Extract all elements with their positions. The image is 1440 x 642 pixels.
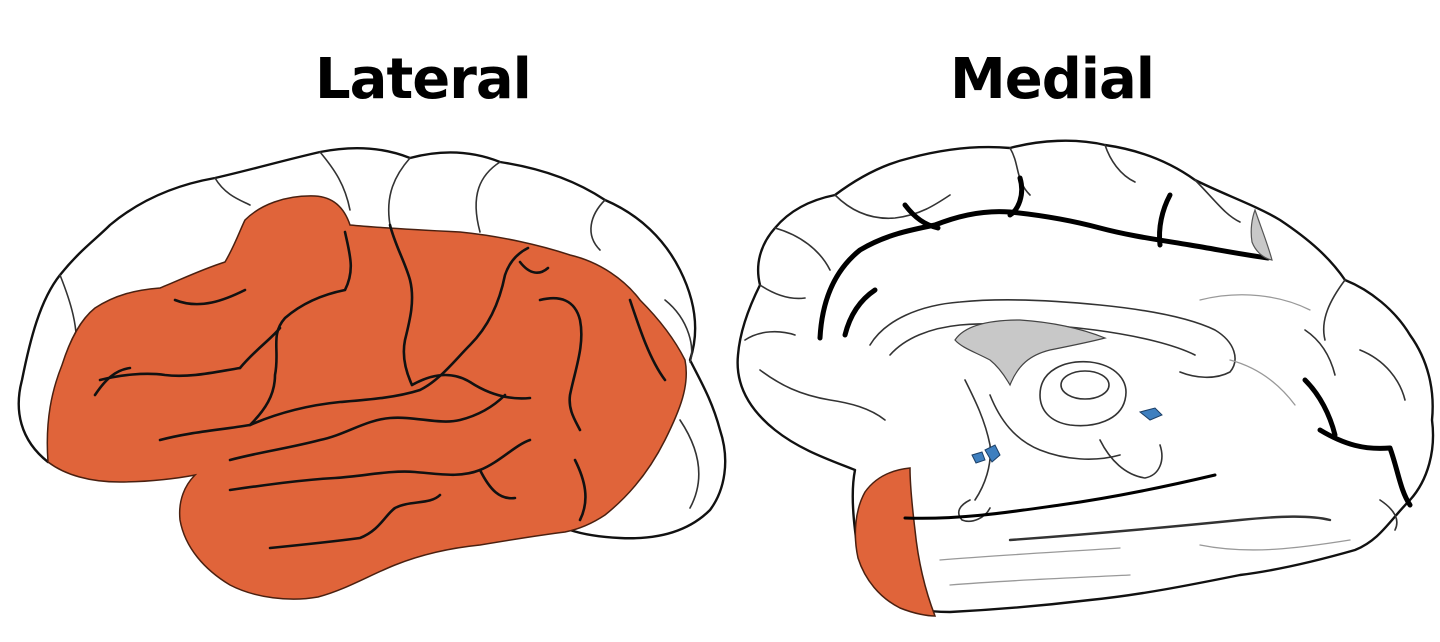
- sulcus-line: [248, 246, 530, 427]
- parieto-occipital-sulcus: [1302, 377, 1338, 438]
- sulcus-line: [268, 493, 442, 550]
- thalamus: [1039, 360, 1127, 427]
- sulcus-line: [1199, 539, 1351, 551]
- gyrus-line: [774, 227, 831, 271]
- gyrus-line: [679, 419, 700, 509]
- sulcus-line: [228, 438, 532, 492]
- gyrus-line: [664, 299, 693, 363]
- gyrus-line: [590, 199, 606, 251]
- sulcus-line: [1008, 515, 1332, 542]
- gyrus-line: [834, 194, 951, 220]
- sulcus-line: [538, 296, 583, 432]
- gyrus-line: [1229, 359, 1296, 406]
- sulcus-line: [173, 288, 247, 306]
- gyrus-line: [475, 161, 501, 233]
- gyrus-line: [1379, 499, 1398, 531]
- interthalamic-adhesion: [1060, 370, 1110, 400]
- lateral-ventricle: [954, 319, 1107, 387]
- vessel-mark: [1138, 407, 1163, 421]
- sulcus-line: [628, 298, 667, 382]
- vessel-mark: [984, 444, 1001, 463]
- lateral-brain-outline: [17, 146, 727, 540]
- sulcus-line: [478, 468, 517, 500]
- sulcus-line: [842, 287, 878, 338]
- gyrus-line: [387, 157, 411, 226]
- cingulate-sulcus: [817, 209, 1271, 341]
- fornix: [989, 394, 1121, 460]
- grey-wedge: [1250, 208, 1273, 261]
- sulcus-line: [573, 458, 587, 522]
- medial-brain-outline: [736, 139, 1435, 614]
- sulcus-line: [1157, 192, 1173, 248]
- sulcus-line: [939, 547, 1121, 561]
- gyrus-line: [214, 177, 251, 206]
- lateral-highlight-region: [46, 195, 688, 600]
- sulcus-line: [93, 366, 132, 397]
- gyrus-line: [1104, 144, 1136, 183]
- sulcus-line: [1007, 175, 1025, 218]
- gyrus-line: [1322, 279, 1346, 341]
- gyrus-line: [1009, 147, 1031, 196]
- gyrus-line: [1199, 294, 1311, 311]
- lateral-view-label: Lateral: [315, 47, 532, 112]
- corpus-callosum: [869, 299, 1236, 379]
- sulcus-line: [949, 574, 1131, 586]
- gyrus-line: [1304, 329, 1336, 376]
- gyrus-line: [744, 330, 796, 341]
- brainstem-line: [1099, 439, 1163, 479]
- sulcus-line: [238, 326, 282, 370]
- gyrus-line: [1359, 349, 1406, 401]
- calcarine-sulcus: [1317, 427, 1413, 508]
- sulcus-line: [158, 230, 353, 442]
- sulcus-line: [410, 373, 532, 400]
- gyrus-line: [759, 369, 886, 421]
- brainstem-line: [964, 379, 992, 501]
- sulcus-line: [388, 223, 414, 387]
- sulcus-line: [902, 202, 941, 231]
- medial-highlight-region: [854, 467, 937, 617]
- sulcus-line: [98, 366, 242, 382]
- gyrus-line: [1194, 179, 1241, 223]
- sulcus-line: [228, 393, 507, 462]
- gyrus-line: [759, 284, 806, 300]
- sulcus-line: [518, 260, 550, 274]
- vessel-mark: [971, 451, 986, 464]
- medial-view-label: Medial: [950, 47, 1155, 112]
- collateral-sulcus: [903, 473, 1217, 520]
- gyrus-line: [319, 151, 351, 211]
